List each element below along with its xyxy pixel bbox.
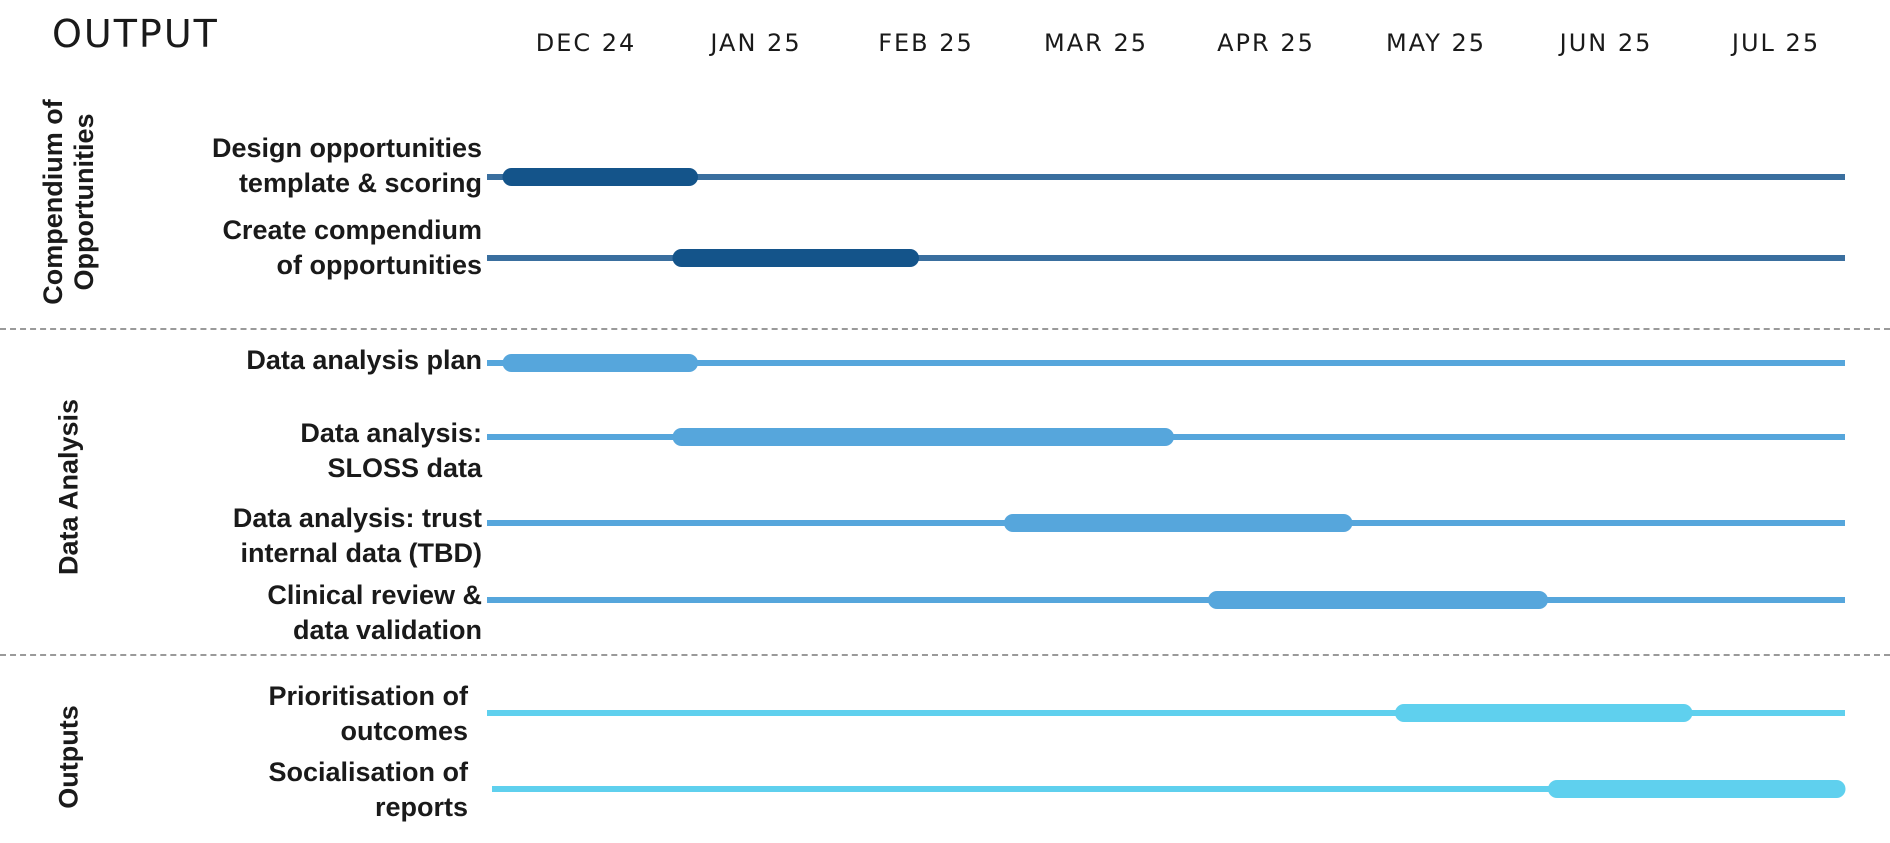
task-label-sloss-data: Data analysis: SLOSS data <box>300 416 482 486</box>
task-label-socialisation: Socialisation of reports <box>268 755 468 825</box>
task-label-line: of opportunities <box>276 250 482 280</box>
month-label-may-25: MAY 25 <box>1385 29 1487 57</box>
month-label-mar-25: MAR 25 <box>1044 29 1148 57</box>
month-label-jun-25: JUN 25 <box>1559 29 1653 57</box>
task-label-line: Create compendium <box>222 215 482 245</box>
section-divider <box>0 654 1890 656</box>
task-label-create-compendium: Create compendium of opportunities <box>222 213 482 283</box>
task-bar <box>1004 514 1353 532</box>
task-label-line: Design opportunities <box>212 133 482 163</box>
task-label-line: Data analysis: trust <box>232 503 482 533</box>
task-label-prioritisation: Prioritisation of outcomes <box>268 679 468 749</box>
task-bar <box>1395 704 1693 722</box>
task-label-data-analysis-plan: Data analysis plan <box>246 343 482 378</box>
task-label-line: SLOSS data <box>327 453 482 483</box>
task-label-line: data validation <box>292 615 482 645</box>
month-label-dec-24: DEC 24 <box>535 29 637 57</box>
section-divider <box>0 328 1890 330</box>
task-bar <box>502 354 698 372</box>
task-bar <box>672 428 1174 446</box>
task-bar <box>672 249 919 267</box>
task-label-line: outcomes <box>340 716 468 746</box>
task-label-line: Data analysis: <box>300 418 482 448</box>
task-label-line: Prioritisation of <box>268 681 468 711</box>
task-bar <box>1208 591 1548 609</box>
month-label-jan-25: JAN 25 <box>710 29 802 57</box>
task-label-line: Data analysis plan <box>246 345 482 375</box>
task-label-line: internal data (TBD) <box>240 538 482 568</box>
task-label-line: Socialisation of <box>268 757 468 787</box>
task-label-design-opportunities: Design opportunities template & scoring <box>212 131 482 201</box>
task-label-clinical-review: Clinical review & data validation <box>267 578 482 648</box>
page-title: OUTPUT <box>52 12 219 56</box>
task-label-trust-internal-data: Data analysis: trust internal data (TBD) <box>233 501 482 571</box>
task-bar <box>502 168 698 186</box>
task-label-line: template & scoring <box>238 168 482 198</box>
month-label-apr-25: APR 25 <box>1217 29 1315 57</box>
task-bar <box>1548 780 1846 798</box>
month-label-feb-25: FEB 25 <box>878 29 974 57</box>
task-label-line: Clinical review & <box>267 580 482 610</box>
month-label-jul-25: JUL 25 <box>1731 29 1821 57</box>
task-label-line: reports <box>374 792 468 822</box>
